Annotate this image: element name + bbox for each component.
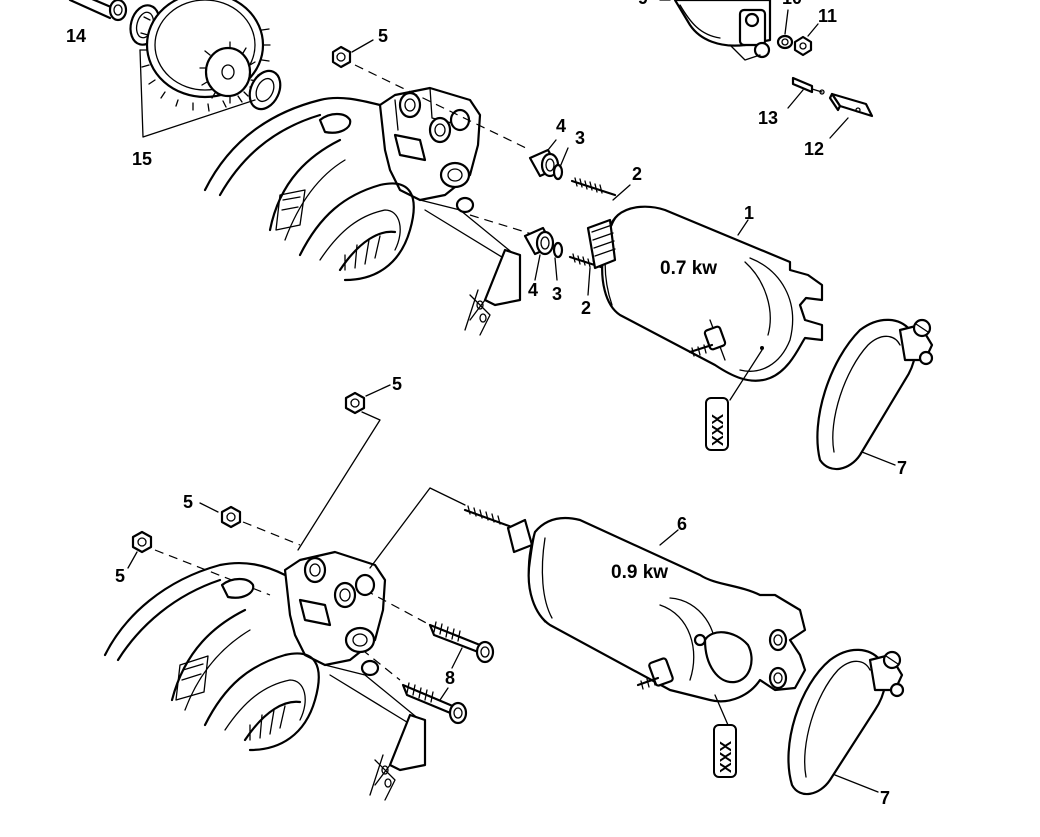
- callout-9: 9: [638, 0, 648, 8]
- callout-4-top: 4: [556, 116, 566, 136]
- nut-5-lower-c: [131, 530, 153, 554]
- callout-11: 11: [818, 6, 837, 26]
- shaft-14: [68, 0, 128, 22]
- leader-1: [737, 219, 749, 236]
- leader-5a: [351, 39, 374, 53]
- callout-8: 8: [445, 668, 455, 688]
- leader-8: [439, 647, 463, 701]
- callout-1: 1: [744, 203, 754, 223]
- nut-5-lower-a: [344, 391, 366, 415]
- align-line-upper-2: [469, 214, 536, 236]
- leader-11: [807, 23, 819, 37]
- callout-5-lower-c: 5: [115, 566, 125, 586]
- nut-11: [793, 35, 813, 57]
- nut-5-lower-b: [220, 505, 242, 529]
- leader-4-3-top: [547, 139, 569, 168]
- callout-2-top: 2: [632, 164, 642, 184]
- leader-xxx-lower: [714, 694, 729, 726]
- nut-5-upper: [331, 45, 352, 69]
- callout-12: 12: [804, 139, 824, 159]
- tag-xxx-lower: [713, 724, 737, 778]
- callout-5-upper: 5: [378, 26, 388, 46]
- leader-12: [829, 117, 849, 139]
- leader-tree-6: [429, 487, 466, 506]
- leader-xxx-upper: [729, 349, 763, 401]
- leader-5c: [199, 502, 219, 513]
- leader-5b: [365, 384, 391, 397]
- callout-13: 13: [758, 108, 778, 128]
- tag-xxx-upper-text: XXX: [710, 414, 727, 446]
- bolt-8-top: [428, 621, 495, 664]
- leader-5d: [127, 551, 138, 569]
- spacer-4-bottom: [523, 226, 555, 256]
- align-line-lower-1: [242, 521, 301, 546]
- tag-xxx-lower-text: XXX: [718, 741, 735, 773]
- cable-terminal-13: [791, 76, 825, 95]
- bolt-8-bottom: [401, 682, 468, 725]
- leader-15: [139, 49, 256, 138]
- leader-7b: [834, 774, 879, 793]
- washer-15b: [248, 69, 282, 111]
- callout-5-lower-b: 5: [183, 492, 193, 512]
- motor-rating-upper: 0.7 kw: [660, 258, 717, 279]
- leader-tree-6b: [369, 487, 431, 569]
- washer-3-top: [552, 163, 564, 181]
- starter-gear-15: [139, 0, 271, 112]
- starter-motor-6: [463, 505, 807, 703]
- terminal-cover-12: [828, 92, 874, 118]
- callout-7-upper: 7: [897, 458, 907, 478]
- motor-rating-lower: 0.9 kw: [611, 562, 668, 583]
- leader-tree-5: [297, 411, 381, 551]
- solenoid-9: [673, 0, 772, 61]
- align-line-lower-4: [349, 639, 401, 681]
- tag-xxx-upper: [705, 397, 729, 451]
- callout-10: 10: [782, 0, 802, 8]
- callout-2-bottom: 2: [581, 298, 591, 318]
- nut-10: [776, 34, 794, 50]
- engine-case-upper: [203, 86, 522, 336]
- washer-15a: [129, 4, 161, 46]
- align-line-lower-2: [154, 549, 271, 596]
- starter-motor-1: [586, 205, 824, 382]
- leader-6: [659, 529, 679, 546]
- leader-10: [784, 9, 789, 35]
- leader-7a: [861, 451, 896, 466]
- engine-case-lower: [103, 550, 427, 801]
- leader-13: [787, 89, 804, 109]
- bolt-2-top: [570, 177, 631, 201]
- align-line-upper-1: [354, 64, 531, 151]
- align-line-lower-3: [364, 589, 431, 626]
- callout-14: 14: [66, 26, 86, 46]
- callout-4-bottom: 4: [528, 280, 538, 300]
- callout-6: 6: [677, 514, 687, 534]
- clamp-7-upper: [816, 318, 934, 471]
- callout-3-bottom: 3: [552, 284, 562, 304]
- leader-4-3-bottom: [534, 254, 558, 281]
- callout-7-lower: 7: [880, 788, 890, 808]
- callout-15: 15: [132, 149, 152, 169]
- callout-5-lower-a: 5: [392, 374, 402, 394]
- washer-3-bottom: [552, 241, 564, 259]
- clamp-7-lower: [787, 648, 905, 796]
- callout-3-top: 3: [575, 128, 585, 148]
